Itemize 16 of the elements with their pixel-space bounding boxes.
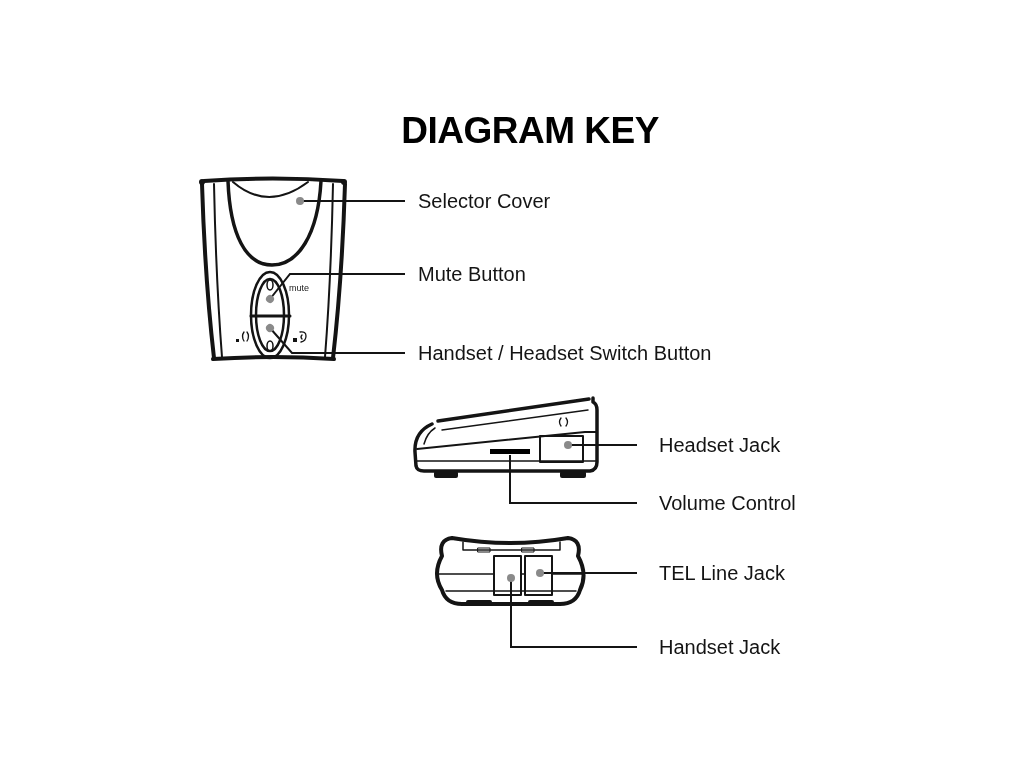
leader-line: [536, 569, 638, 577]
leader-line: [296, 197, 406, 205]
button-label: mute: [289, 283, 309, 293]
callout-label: Volume Control: [659, 491, 796, 515]
callout-label: Selector Cover: [418, 189, 551, 213]
callout-label: Mute Button: [418, 262, 526, 286]
diagram-title: DIAGRAM KEY: [401, 110, 659, 152]
callout-label: Handset Jack: [659, 635, 781, 659]
leader-line: [564, 441, 638, 449]
leader-line: [509, 454, 638, 504]
leader-line: [266, 324, 406, 354]
leader-line: [266, 273, 406, 303]
callout-label: Handset / Headset Switch Button: [418, 341, 712, 365]
callout-label: TEL Line Jack: [659, 561, 785, 585]
callout-label: Headset Jack: [659, 433, 781, 457]
leader-line: [507, 574, 638, 648]
